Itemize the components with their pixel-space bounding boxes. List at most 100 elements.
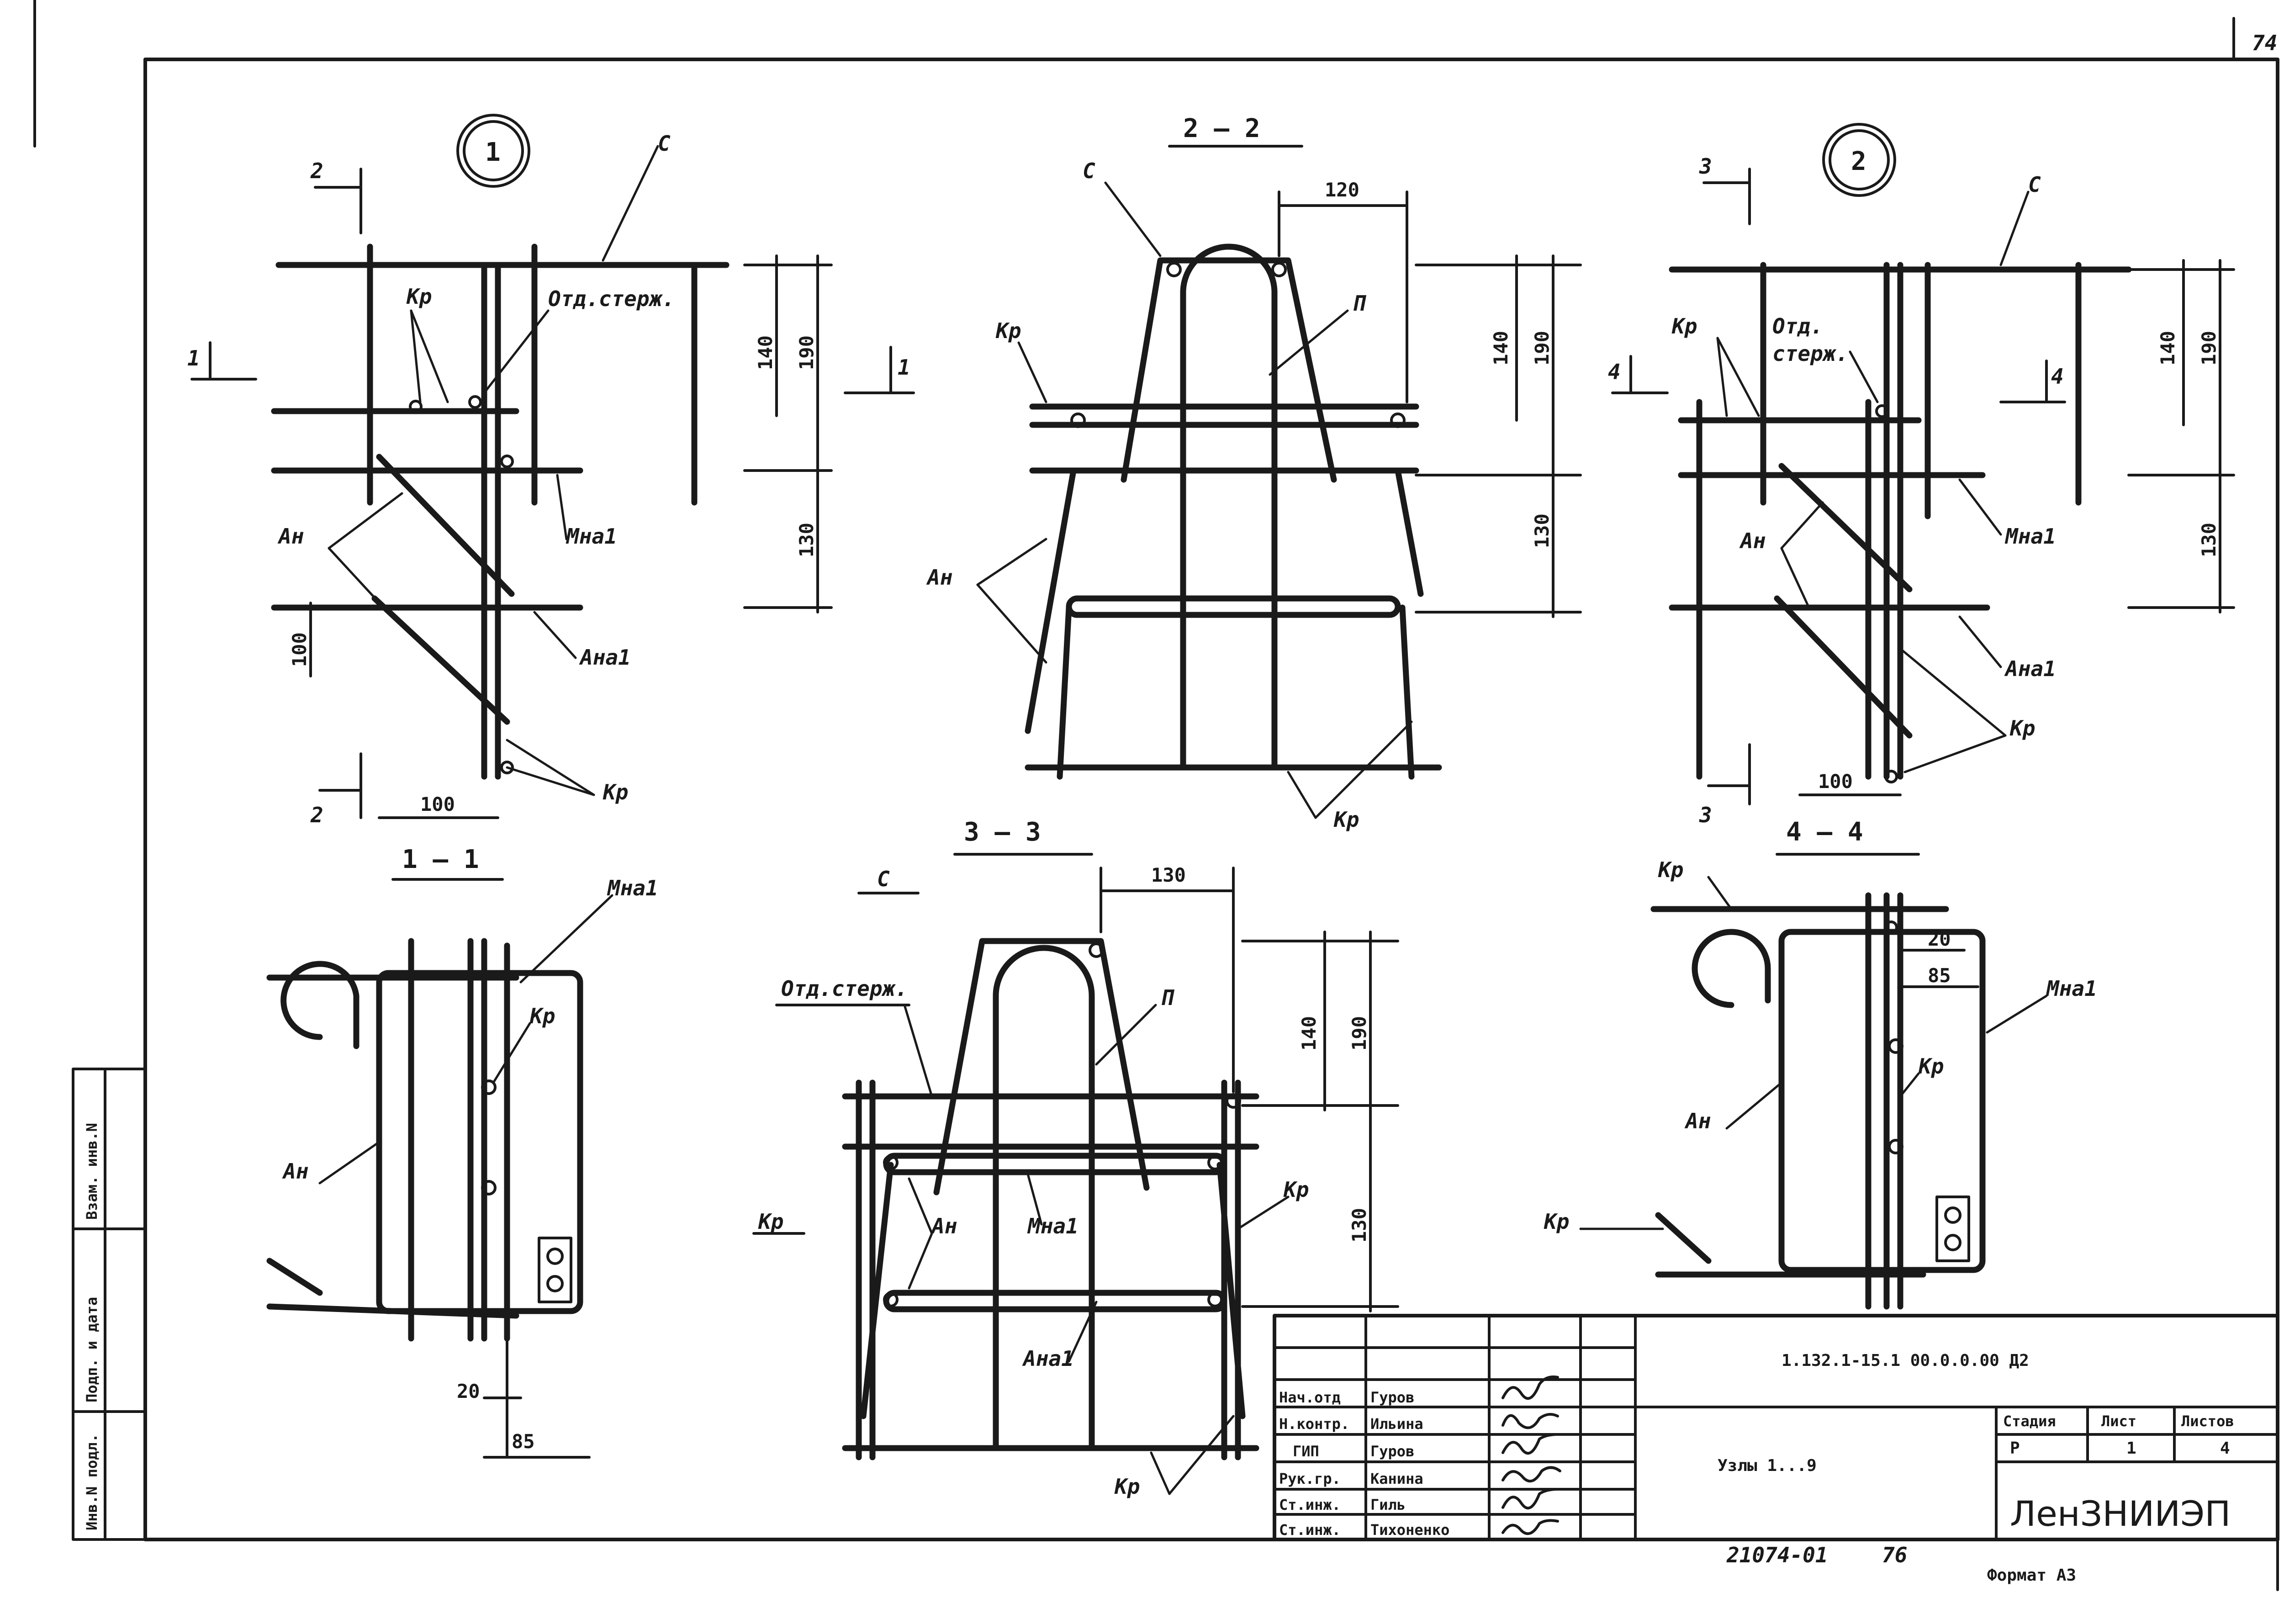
s22-label-an: Ан [926, 565, 952, 590]
s22-label-p: П [1352, 291, 1367, 316]
s44-dim-20: 20 [1928, 928, 1951, 950]
node-2-label-c: С [2028, 172, 2041, 197]
node-1-marker: 1 [485, 138, 501, 167]
node-2-label-otd-a: Отд. [1772, 314, 1823, 339]
tb-role-2: ГИП [1293, 1443, 1319, 1460]
tb-organization: ЛенЗНИИЭП [2010, 1493, 2231, 1534]
node-1-label-kr: Кр [406, 284, 432, 309]
tb-name-1: Ильина [1370, 1415, 1423, 1433]
node-1-cut-bottom: 2 [310, 803, 323, 827]
bottom-code: 21074-01 [1726, 1543, 1828, 1567]
s33-label-p: П [1160, 985, 1175, 1010]
tb-name-0: Гуров [1370, 1389, 1414, 1406]
s44-label-mna1: Мна1 [2046, 976, 2097, 1001]
node-2-dim-130: 130 [2198, 523, 2220, 557]
node-2-cut-left: 4 [1608, 360, 1621, 384]
node-1-label-otd: Отд.стерж. [548, 286, 675, 311]
section-2-2-title: 2 — 2 [1183, 114, 1260, 143]
s11-dim-85: 85 [512, 1430, 535, 1453]
tb-header-sheet: Лист [2101, 1412, 2136, 1430]
tb-role-0: Нач.отд [1279, 1389, 1341, 1406]
node-2-cut-bottom: 3 [1699, 803, 1712, 827]
s22-label-kr: Кр [995, 318, 1021, 343]
tb-role-5: Ст.инж. [1279, 1521, 1341, 1539]
s22-label-kr2: Кр [1333, 807, 1359, 832]
node-2-marker: 2 [1851, 147, 1866, 176]
tb-value-stage: Р [2010, 1439, 2020, 1458]
s44-label-kr-bottom: Кр [1544, 1209, 1569, 1234]
s33-dim-130-top: 130 [1151, 864, 1186, 886]
node-1-view: 1 2 2 1 1 140 [187, 114, 915, 827]
s33-label-ana1: Ана1 [1022, 1346, 1074, 1371]
tb-doc-code: 1.132.1-15.1 00.0.0.00 Д2 [1782, 1351, 2029, 1370]
node-1-label-c: С [658, 131, 671, 156]
node-2-label-mna1: Мна1 [2004, 524, 2056, 549]
tb-header-sheets: Листов [2181, 1412, 2234, 1430]
s33-label-mna1: Мна1 [1027, 1214, 1079, 1238]
s22-dim-140: 140 [1490, 331, 1512, 365]
s33-label-kr-right: Кр [1283, 1177, 1309, 1202]
title-block: Нач.отд Гуров Н.контр. Ильина ГИП Гуров … [1273, 1314, 2279, 1541]
node-1-label-an: Ан [277, 524, 304, 549]
node-2-dim-100: 100 [1818, 770, 1853, 793]
signature-3 [1502, 1466, 1561, 1483]
node-2-label-an: Ан [1739, 529, 1766, 553]
node-2-label-otd-b: стерж. [1772, 341, 1848, 366]
s44-label-an: Ан [1684, 1109, 1711, 1133]
signature-0 [1502, 1375, 1559, 1400]
node-2-cut-top: 3 [1699, 154, 1712, 179]
side-stamp: Инв.N подл. Подп. и дата Взам. инв.N [72, 1068, 147, 1541]
tb-role-1: Н.контр. [1279, 1415, 1349, 1433]
s22-label-c: С [1083, 159, 1095, 183]
section-1-1-view: 1 — 1 20 85 Мна1 Кр Ан [266, 845, 658, 1459]
node-1-dim-140: 140 [754, 335, 777, 370]
tb-title: Узлы 1...9 [1718, 1456, 1817, 1475]
node-1-label-mna1: Мна1 [566, 524, 617, 549]
s33-label-otd: Отд.стерж. [781, 976, 908, 1001]
node-1-dim-100-h: 100 [420, 793, 455, 815]
node-1-dim-100-v: 100 [288, 632, 311, 667]
tb-name-3: Канина [1370, 1470, 1423, 1487]
s22-dim-190: 190 [1531, 331, 1553, 365]
sheet-number: 74 [2252, 31, 2277, 55]
bottom-page: 76 [1882, 1543, 1907, 1567]
tb-role-3: Рук.гр. [1279, 1470, 1341, 1487]
node-1-dim-130: 130 [795, 523, 818, 557]
node-1-cut-left: 1 [187, 346, 200, 370]
signature-2 [1502, 1433, 1559, 1455]
stamp-inv: Инв.N подл. [83, 1434, 100, 1530]
node-2-label-ana1: Ана1 [2004, 656, 2056, 681]
node-1-label-kr2: Кр [603, 780, 628, 804]
signature-5 [1502, 1519, 1559, 1535]
signature-1 [1502, 1413, 1559, 1429]
section-3-3-view: 3 — 3 130 140 190 130 С [752, 817, 1399, 1499]
s22-dim-130: 130 [1531, 513, 1553, 548]
node-2-view: 2 3 3 4 4 140 190 130 1 [1608, 123, 2235, 827]
tb-value-sheets: 4 [2220, 1439, 2230, 1458]
signature-4 [1502, 1488, 1559, 1510]
section-2-2-view: 2 — 2 120 140 190 130 С П Кр [926, 114, 1582, 832]
s11-label-kr: Кр [529, 1004, 555, 1028]
s33-label-c: С [877, 867, 890, 891]
section-3-3-title: 3 — 3 [964, 817, 1041, 847]
section-4-4-title: 4 — 4 [1786, 817, 1863, 847]
section-1-1-title: 1 — 1 [402, 845, 479, 874]
node-2-dim-140: 140 [2157, 331, 2179, 365]
node-2-label-kr: Кр [1671, 314, 1697, 339]
s33-dim-140: 140 [1298, 1016, 1320, 1051]
node-1-dim-190: 190 [795, 335, 818, 370]
s33-label-kr-bottom: Кр [1114, 1474, 1140, 1499]
node-2-cut-right: 4 [2051, 364, 2064, 389]
tb-role-4: Ст.инж. [1279, 1496, 1341, 1513]
tb-value-sheet: 1 [2126, 1439, 2136, 1458]
tb-name-4: Гиль [1370, 1496, 1406, 1513]
s44-label-kr-top: Кр [1658, 857, 1683, 882]
format-label: Формат А3 [1987, 1566, 2076, 1585]
s33-dim-190: 190 [1348, 1016, 1370, 1051]
tb-name-2: Гуров [1370, 1443, 1414, 1460]
node-1-cut-top: 2 [310, 159, 323, 183]
s44-dim-85: 85 [1928, 964, 1951, 987]
s11-label-an: Ан [282, 1159, 308, 1184]
tb-name-5: Тихоненко [1370, 1521, 1449, 1539]
node-1-cut-right: 1 [898, 355, 910, 380]
